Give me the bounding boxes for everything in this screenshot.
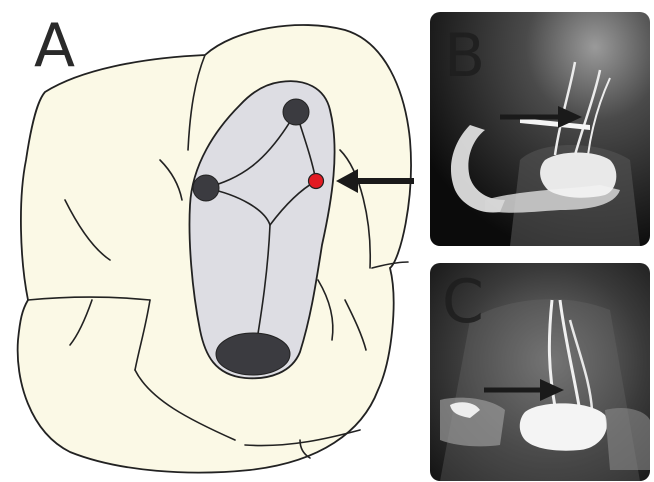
panel-b-radiograph: B	[430, 12, 650, 246]
mesiobuccal-orifice	[283, 99, 309, 125]
panel-a-diagram: A	[18, 11, 414, 473]
panel-label-b: B	[444, 21, 485, 91]
panel-label-c: C	[442, 267, 484, 337]
highlighted-orifice	[309, 174, 324, 189]
distobuccal-orifice	[193, 175, 219, 201]
palatal-orifice	[216, 333, 290, 375]
panel-c-radiograph: C	[430, 263, 650, 481]
panel-label-a: A	[34, 11, 75, 81]
